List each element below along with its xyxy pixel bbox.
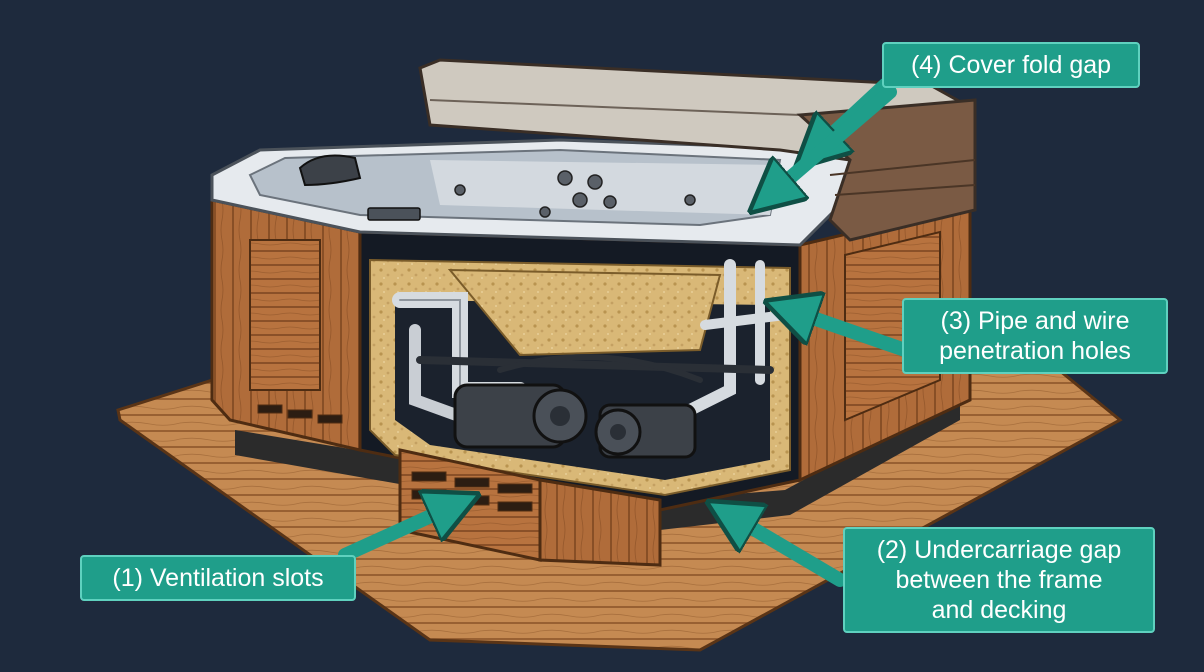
callout-pipe-line2: penetration holes	[939, 337, 1131, 365]
headrest	[298, 154, 362, 187]
pump-right	[594, 403, 697, 459]
undercarriage-shadow	[235, 395, 960, 530]
arrow-ventilation	[338, 505, 455, 562]
callout-undercarriage-gap: (2) Undercarriage gap between the frame …	[843, 527, 1155, 633]
left-panel-inset	[249, 239, 321, 391]
arrow-undercarriage	[730, 515, 847, 587]
pump-left	[453, 383, 588, 449]
callout-arrows	[338, 78, 912, 587]
callout-cover-line1: (4) Cover fold gap	[910, 51, 1112, 79]
tub-shell-underside	[447, 268, 722, 357]
control-panel	[367, 207, 421, 221]
arrow-cover-2	[770, 85, 897, 195]
callout-ventilation-slots: (1) Ventilation slots	[80, 555, 356, 601]
callout-undercarriage-line2: between the frame	[895, 566, 1103, 594]
callout-pipe-penetration: (3) Pipe and wire penetration holes	[902, 298, 1168, 374]
callout-cover-fold-gap: (4) Cover fold gap	[882, 42, 1140, 88]
callout-ventilation-line1: (1) Ventilation slots	[112, 564, 324, 592]
arrow-pipe	[790, 310, 912, 357]
callout-pipe-line1: (3) Pipe and wire	[940, 307, 1130, 335]
callout-undercarriage-line1: (2) Undercarriage gap	[876, 536, 1122, 564]
jets	[454, 170, 696, 218]
cover-skirt-folds	[829, 159, 976, 196]
callout-undercarriage-line3: and decking	[931, 596, 1067, 624]
cabinet-corner	[538, 478, 662, 567]
